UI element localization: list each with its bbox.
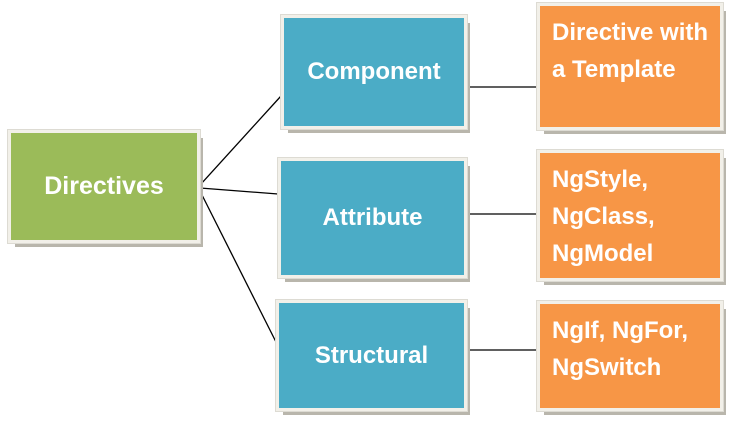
detail-line: NgModel bbox=[552, 240, 654, 267]
node-structural-detail: NgIf, NgFor, NgSwitch bbox=[536, 300, 724, 412]
node-directives-label: Directives bbox=[44, 172, 164, 200]
detail-line: NgIf, NgFor, bbox=[552, 317, 688, 344]
connector-directives-attribute bbox=[199, 187, 279, 195]
node-structural: Structural bbox=[275, 299, 468, 412]
node-directives: Directives bbox=[7, 129, 201, 244]
node-attribute-detail: NgStyle, NgClass, NgModel bbox=[536, 149, 724, 282]
detail-line: a Template bbox=[552, 56, 676, 83]
detail-line: NgClass, bbox=[552, 203, 655, 230]
detail-line: NgSwitch bbox=[552, 354, 662, 381]
detail-line: Directive with bbox=[552, 19, 709, 46]
node-attribute: Attribute bbox=[277, 157, 468, 279]
node-component: Component bbox=[280, 14, 468, 130]
node-attribute-label: Attribute bbox=[322, 204, 423, 231]
connector-directives-structural bbox=[199, 190, 277, 343]
node-component-label: Component bbox=[307, 58, 441, 85]
node-component-detail: Directive with a Template bbox=[536, 2, 724, 131]
node-structural-label: Structural bbox=[314, 341, 429, 369]
connector-directives-component bbox=[199, 95, 282, 186]
detail-line: NgStyle, bbox=[552, 166, 649, 193]
